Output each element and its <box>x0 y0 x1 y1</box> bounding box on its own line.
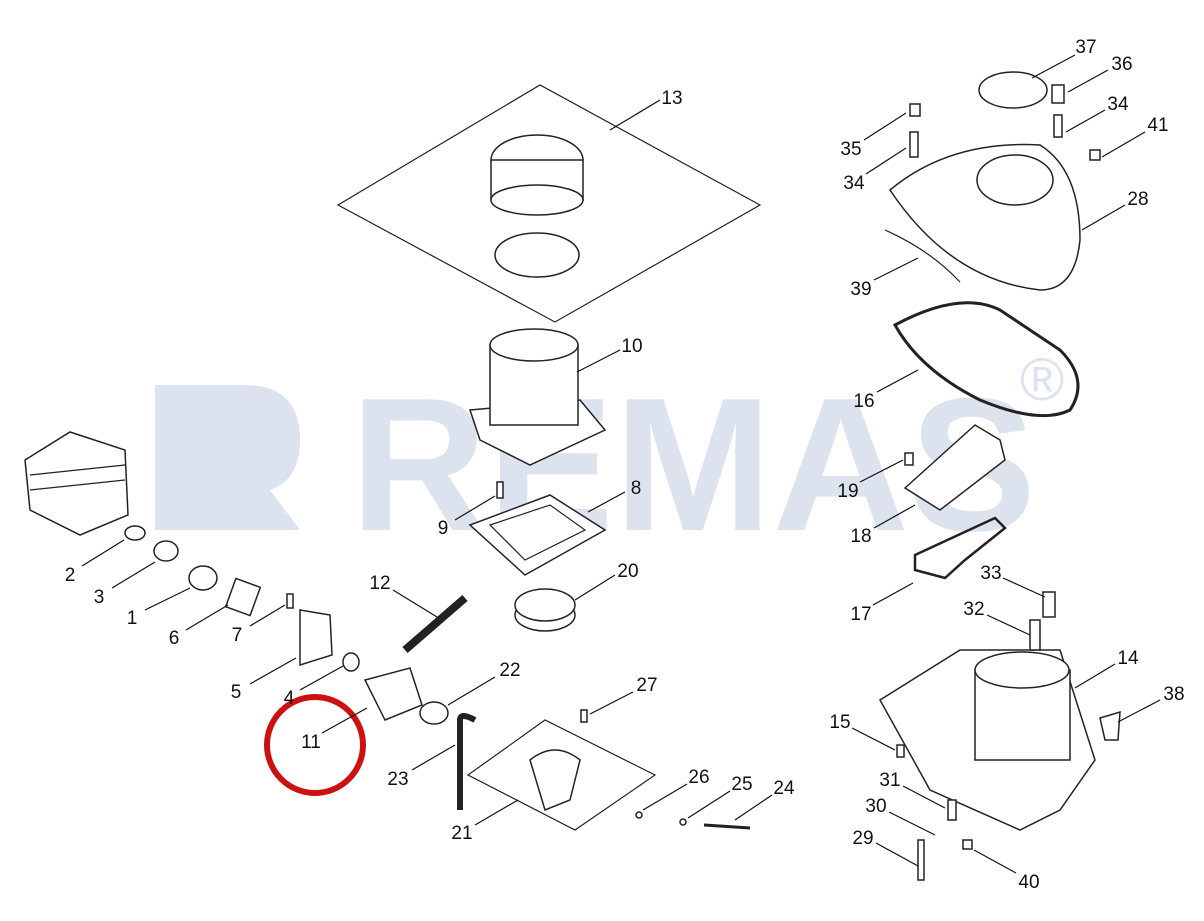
label-23[interactable]: 23 <box>387 769 408 790</box>
label-31[interactable]: 31 <box>879 770 900 791</box>
part-14-base[interactable] <box>878 591 1121 881</box>
watermark-text: REMAS <box>350 359 1036 571</box>
label-37[interactable]: 37 <box>1075 37 1096 58</box>
label-14[interactable]: 14 <box>1117 648 1139 669</box>
cylinder-block[interactable] <box>24 431 129 536</box>
label-38[interactable]: 38 <box>1163 684 1184 705</box>
label-36[interactable]: 36 <box>1111 54 1132 75</box>
label-2[interactable]: 2 <box>65 565 76 586</box>
label-4[interactable]: 4 <box>284 688 295 709</box>
highlight-circle-part-11 <box>264 694 366 796</box>
label-17[interactable]: 17 <box>850 604 871 625</box>
part-10-cylinder[interactable] <box>468 328 607 466</box>
label-27[interactable]: 27 <box>636 675 657 696</box>
label-39[interactable]: 39 <box>850 279 871 300</box>
part-20-ring[interactable] <box>514 588 576 632</box>
part-8-frame[interactable] <box>468 494 607 576</box>
small-parts[interactable] <box>124 481 751 831</box>
label-9[interactable]: 9 <box>438 518 449 539</box>
label-20[interactable]: 20 <box>617 561 638 582</box>
label-11[interactable]: 11 <box>301 732 321 753</box>
label-12[interactable]: 12 <box>369 573 390 594</box>
label-33[interactable]: 33 <box>980 563 1001 584</box>
label-28[interactable]: 28 <box>1127 189 1148 210</box>
label-40[interactable]: 40 <box>1018 872 1039 893</box>
label-21[interactable]: 21 <box>451 823 472 844</box>
label-34[interactable]: 34 <box>843 173 865 194</box>
label-22[interactable]: 22 <box>499 660 520 681</box>
label-24[interactable]: 24 <box>773 778 795 799</box>
label-19[interactable]: 19 <box>837 481 858 502</box>
label-3[interactable]: 3 <box>94 587 105 608</box>
label-34-top[interactable]: 34 <box>1107 94 1129 115</box>
label-6[interactable]: 6 <box>169 628 180 649</box>
label-1[interactable]: 1 <box>127 608 138 629</box>
label-8[interactable]: 8 <box>631 478 642 499</box>
part-18-filter[interactable] <box>903 424 1007 580</box>
label-10[interactable]: 10 <box>621 336 642 357</box>
remas-watermark: REMAS ® <box>155 346 1064 571</box>
part-16-gasket[interactable] <box>892 301 1080 418</box>
label-41[interactable]: 41 <box>1147 115 1168 136</box>
part-28-air-filter-cover[interactable] <box>884 71 1101 291</box>
label-32[interactable]: 32 <box>963 599 984 620</box>
registered-mark: ® <box>1020 346 1064 413</box>
label-35[interactable]: 35 <box>840 139 861 160</box>
leader-lines <box>81 54 1161 874</box>
label-16[interactable]: 16 <box>853 391 874 412</box>
part-number-labels: 13 10 8 9 20 12 2 3 1 6 7 5 4 11 22 27 2… <box>65 37 1185 893</box>
label-5[interactable]: 5 <box>231 682 242 703</box>
label-26[interactable]: 26 <box>688 767 709 788</box>
part-13-piston-kit[interactable] <box>336 84 762 323</box>
label-15[interactable]: 15 <box>829 712 850 733</box>
label-13[interactable]: 13 <box>661 88 682 109</box>
label-18[interactable]: 18 <box>850 526 871 547</box>
label-7[interactable]: 7 <box>232 625 243 646</box>
label-29[interactable]: 29 <box>852 828 873 849</box>
label-25[interactable]: 25 <box>731 774 752 795</box>
label-30[interactable]: 30 <box>865 796 886 817</box>
